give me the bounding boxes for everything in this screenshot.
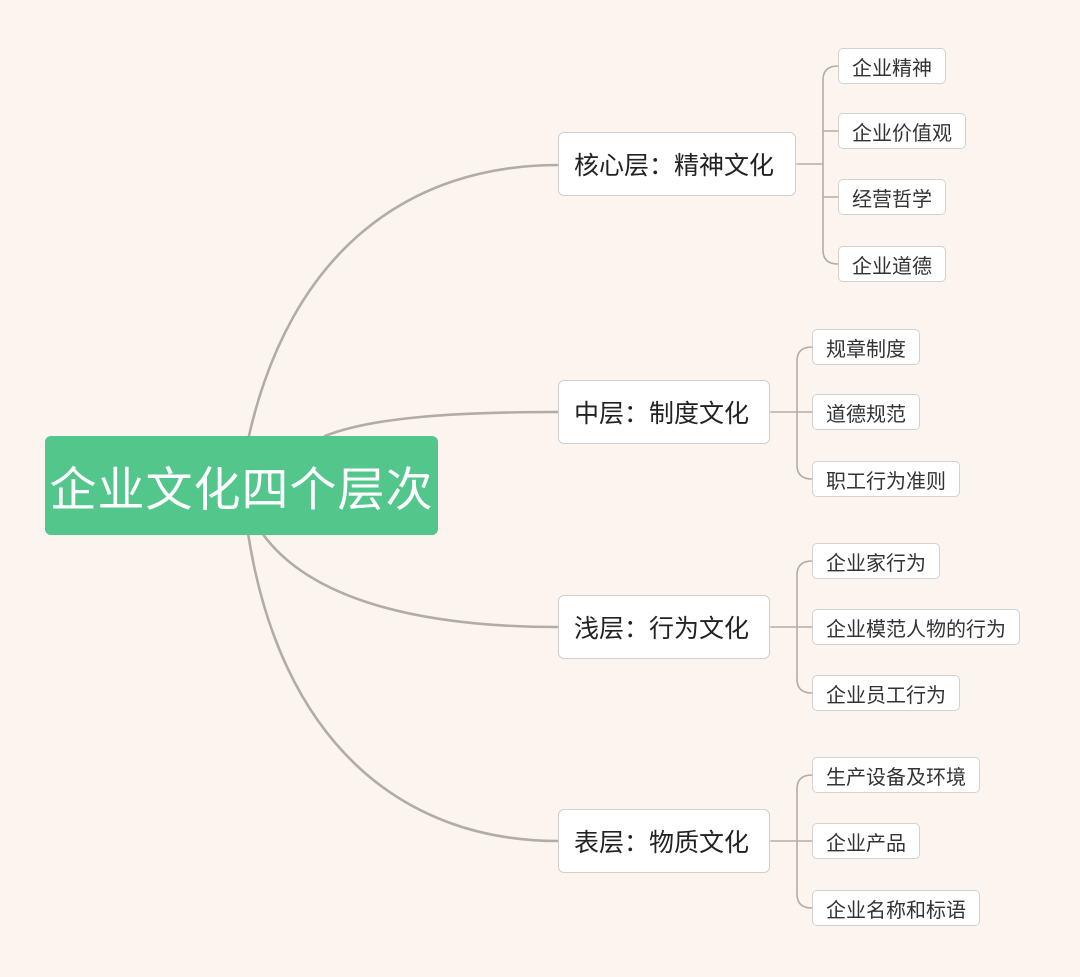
leaf-enterprise-spirit[interactable]: 企业精神 [838,48,946,84]
leaf-name-slogan[interactable]: 企业名称和标语 [812,890,980,926]
leaf-enterprise-ethics[interactable]: 企业道德 [838,246,946,282]
branch-3-bracket [770,560,813,694]
leaf-employee-behavior[interactable]: 企业员工行为 [812,675,960,711]
branch-core-spiritual[interactable]: 核心层：精神文化 [558,132,796,196]
root-node[interactable]: 企业文化四个层次 [45,436,438,535]
branch-middle-institutional[interactable]: 中层：制度文化 [558,380,770,444]
leaf-rules-regulations[interactable]: 规章制度 [812,329,920,365]
root-to-branch-1-line [246,163,560,442]
branch-4-bracket [770,774,813,909]
root-to-branch-3-line [260,531,560,629]
leaf-equipment-environment[interactable]: 生产设备及环境 [812,757,980,793]
leaf-entrepreneur-behavior[interactable]: 企业家行为 [812,543,940,579]
leaf-enterprise-values[interactable]: 企业价值观 [838,113,966,149]
leaf-staff-code-of-conduct[interactable]: 职工行为准则 [812,461,960,497]
branch-shallow-behavioral[interactable]: 浅层：行为文化 [558,595,770,659]
branch-surface-material[interactable]: 表层：物质文化 [558,809,770,873]
branch-2-bracket [770,346,813,480]
leaf-model-figure-behavior[interactable]: 企业模范人物的行为 [812,609,1020,645]
leaf-business-philosophy[interactable]: 经营哲学 [838,179,946,215]
root-to-branch-2-line [323,410,560,438]
leaf-enterprise-products[interactable]: 企业产品 [812,823,920,859]
branch-1-bracket [796,65,839,265]
root-to-branch-4-line [246,531,560,843]
leaf-moral-norms[interactable]: 道德规范 [812,394,920,430]
